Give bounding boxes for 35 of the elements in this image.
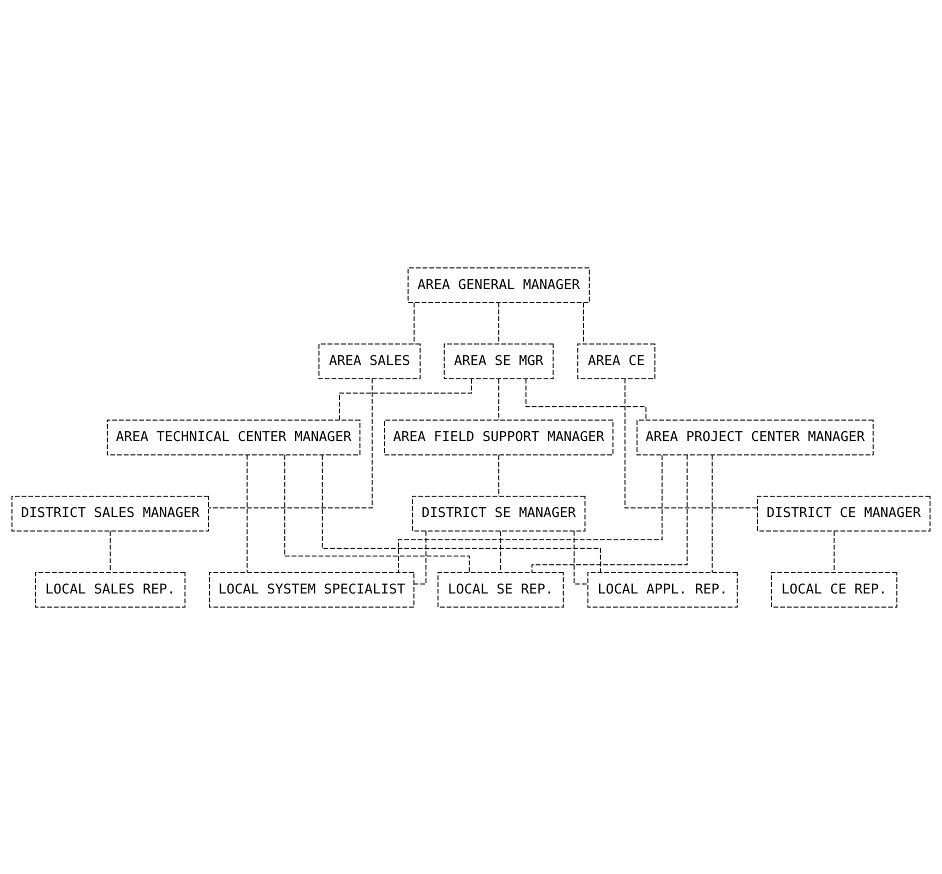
connector: [498, 302, 500, 344]
node-box: DISTRICT SE MANAGER: [412, 495, 586, 531]
connector: [414, 302, 415, 344]
connector: [624, 378, 758, 508]
connector: [498, 454, 500, 496]
connector: [414, 530, 426, 584]
connector: [110, 530, 111, 572]
connector: [398, 454, 663, 572]
node-box: LOCAL SYSTEM SPECIALIST: [209, 571, 414, 608]
connector: [246, 454, 248, 572]
connector: [525, 378, 646, 420]
node-box: AREA TECHNICAL CENTER MANAGER: [106, 419, 360, 455]
connector: [574, 530, 588, 584]
node-box: LOCAL SE REP.: [438, 571, 564, 608]
node-box: AREA FIELD SUPPORT MANAGER: [384, 419, 614, 455]
node-box: AREA GENERAL MANAGER: [408, 266, 590, 303]
node-box: DISTRICT CE MANAGER: [757, 495, 931, 531]
node-box: AREA CE: [577, 343, 656, 379]
connector: [500, 530, 502, 572]
connector: [284, 454, 470, 572]
node-box: AREA SE MGR: [444, 343, 554, 379]
connector: [208, 378, 373, 508]
node-box: AREA PROJECT CENTER MANAGER: [636, 419, 874, 455]
node-box: LOCAL SALES REP.: [35, 571, 186, 608]
connector: [338, 378, 472, 420]
node-box: AREA SALES: [318, 343, 421, 379]
connector: [583, 302, 584, 344]
connector: [712, 454, 713, 572]
connector: [531, 454, 688, 572]
node-box: LOCAL CE REP.: [771, 571, 898, 608]
connector: [498, 378, 500, 420]
node-box: DISTRICT SALES MANAGER: [11, 495, 210, 531]
connector: [834, 530, 835, 572]
connector: [322, 454, 601, 572]
node-box: LOCAL APPL. REP.: [587, 571, 738, 608]
